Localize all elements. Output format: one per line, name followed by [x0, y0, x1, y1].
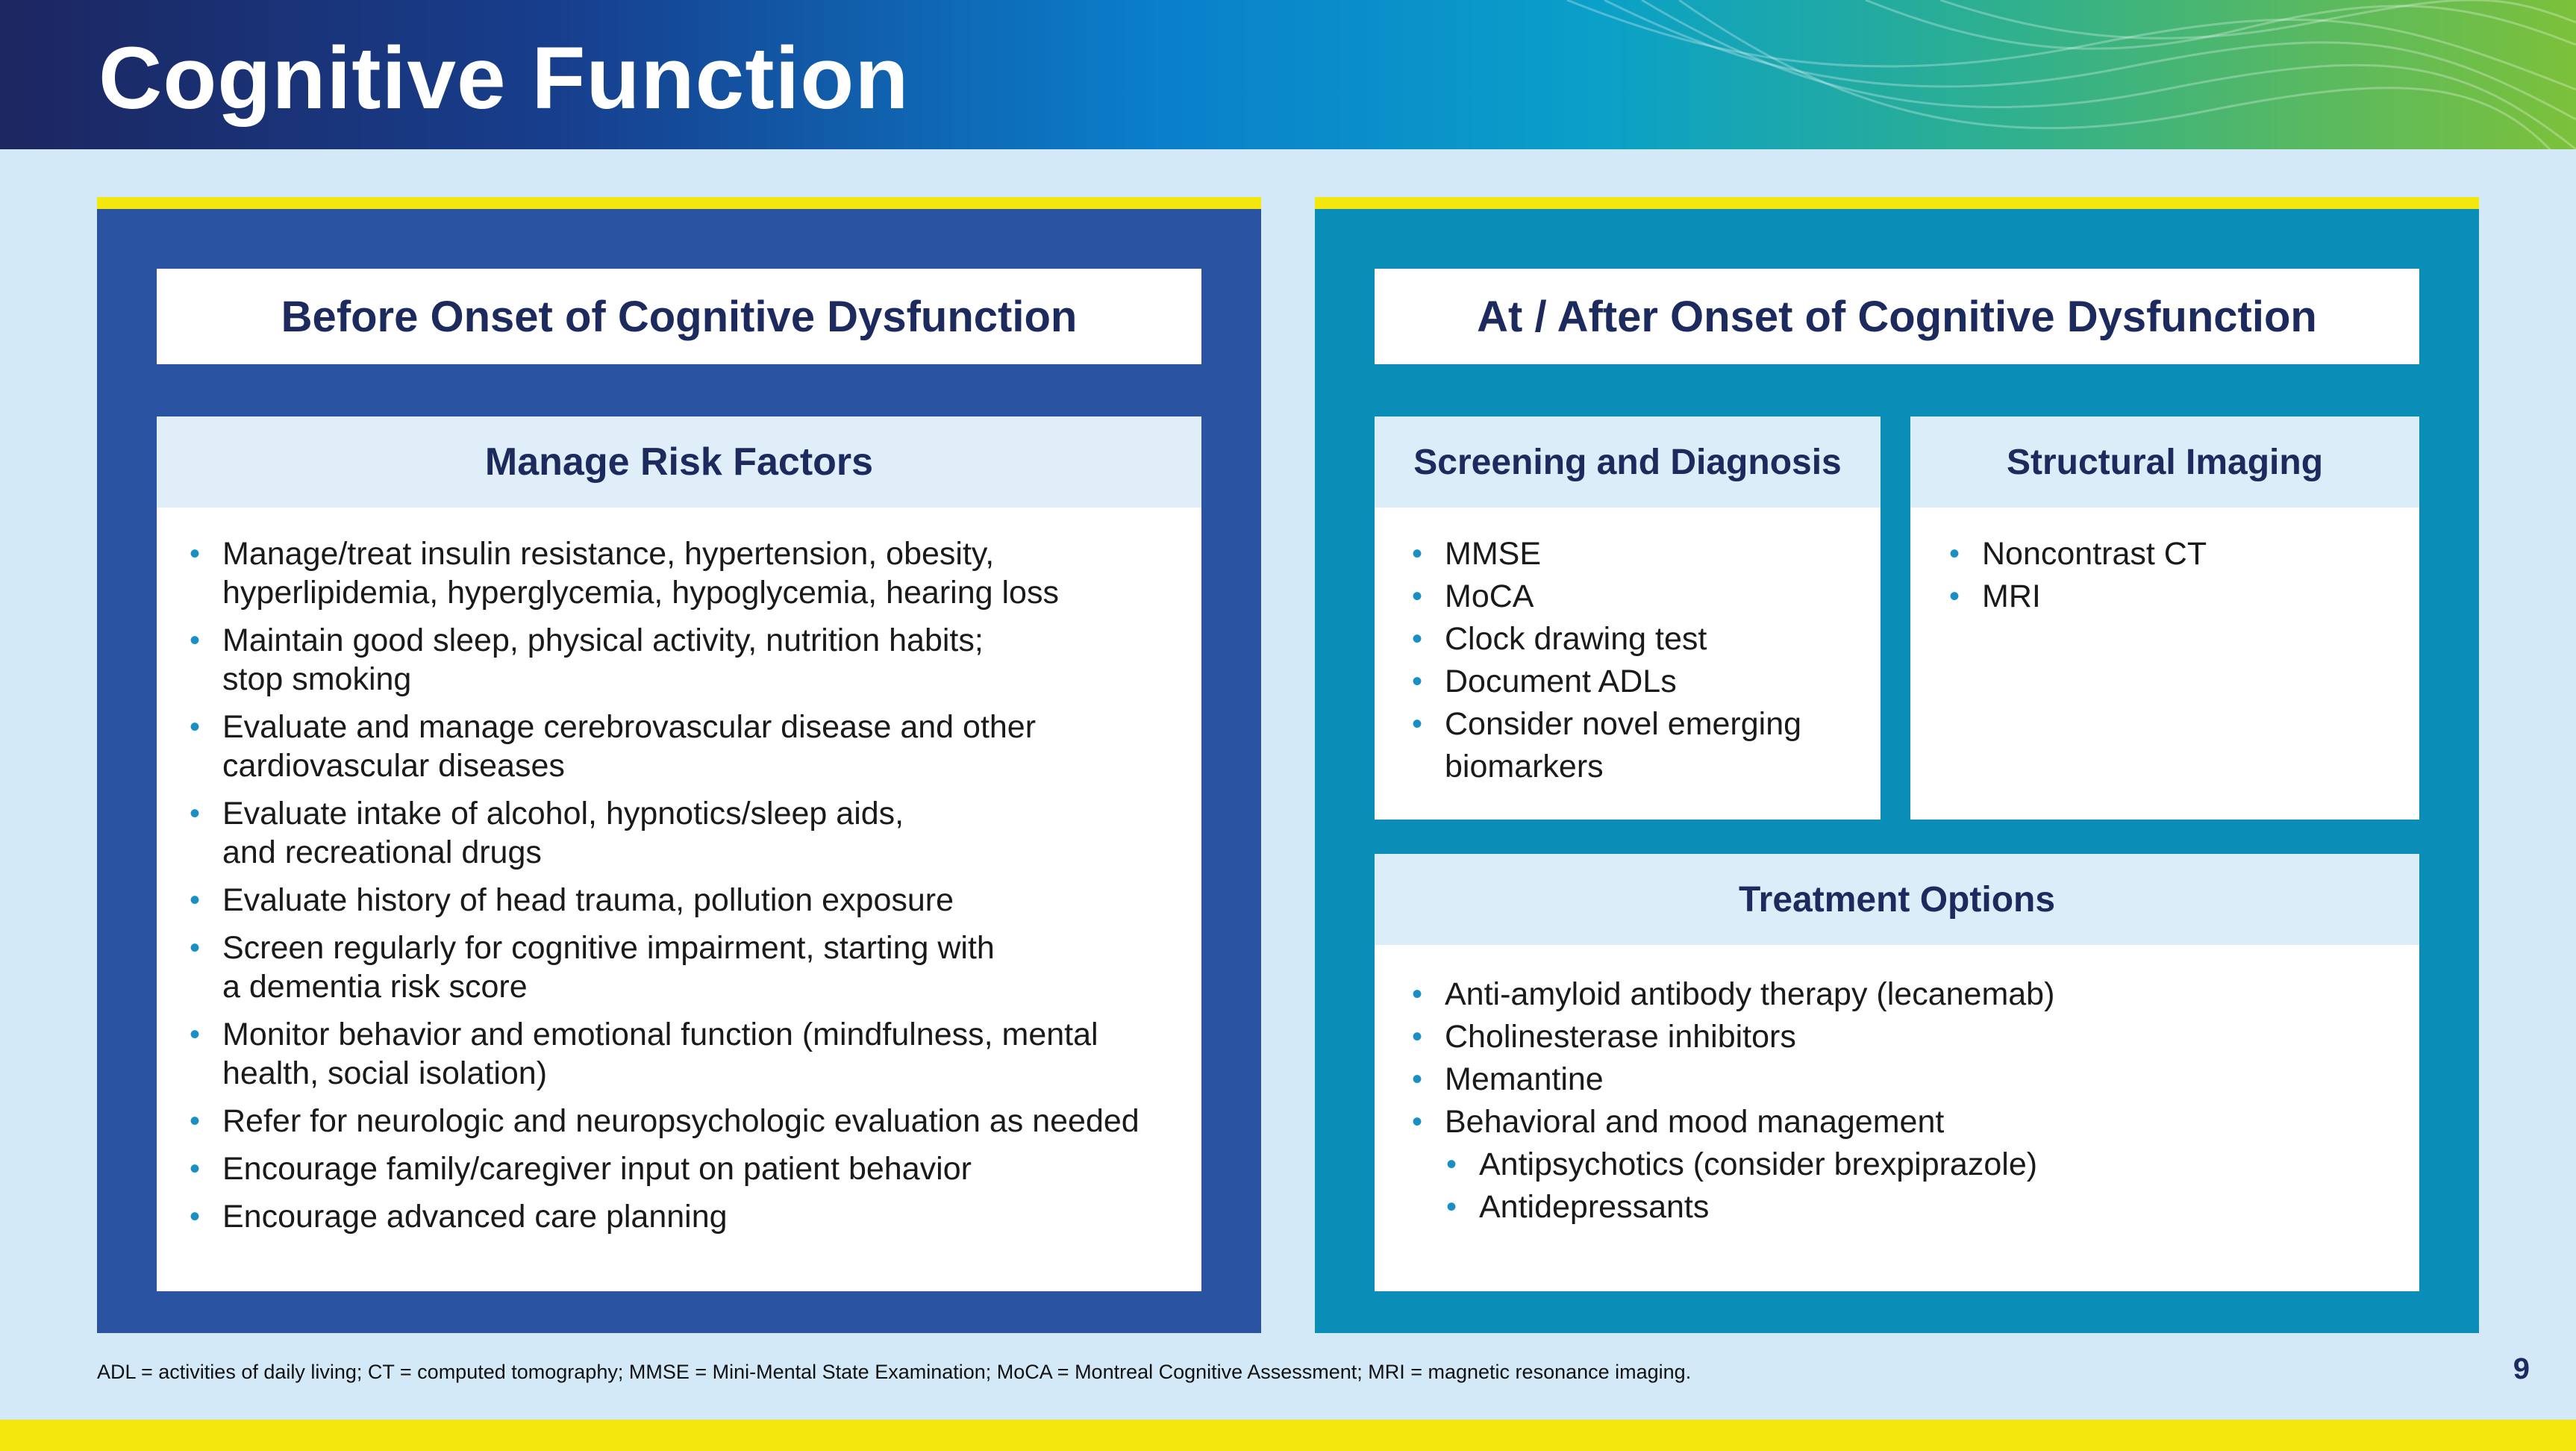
list-item: •Memantine — [1412, 1061, 1604, 1097]
structural-imaging-title: Structural Imaging — [1910, 416, 2419, 508]
list-item: •Cholinesterase inhibitors — [1412, 1019, 1796, 1055]
list-item: •Encourage family/caregiver input on pat… — [190, 1151, 972, 1187]
list-item: •Monitor behavior and emotional function… — [190, 1017, 1098, 1091]
list-item: •Encourage advanced care planning — [190, 1199, 728, 1235]
list-item: •Evaluate history of head trauma, pollut… — [190, 882, 954, 918]
list-item: •Evaluate intake of alcohol, hypnotics/s… — [190, 796, 904, 870]
header-wave-decoration — [1566, 0, 2576, 149]
header-banner: Cognitive Function — [0, 0, 2576, 149]
manage-risk-factors-title: Manage Risk Factors — [157, 416, 1201, 508]
sub-list-item: •Antidepressants — [1446, 1189, 1710, 1225]
list-item: •MMSE — [1412, 536, 1541, 572]
list-item: •MRI — [1949, 578, 2041, 614]
list-item: •Behavioral and mood management — [1412, 1104, 1945, 1140]
list-item: •MoCA — [1412, 578, 1534, 614]
page-title: Cognitive Function — [99, 29, 910, 128]
list-item: •Manage/treat insulin resistance, hypert… — [190, 536, 1059, 611]
list-item: •Clock drawing test — [1412, 621, 1707, 657]
structural-imaging-card: Structural Imaging •Noncontrast CT •MRI — [1910, 416, 2419, 820]
list-item-continuation: biomarkers — [1445, 749, 1604, 784]
list-item: •Noncontrast CT — [1949, 536, 2207, 572]
list-item: •Document ADLs — [1412, 664, 1677, 699]
bottom-accent-bar — [0, 1420, 2576, 1451]
list-item: •Maintain good sleep, physical activity,… — [190, 622, 984, 697]
list-item: •Anti-amyloid antibody therapy (lecanema… — [1412, 976, 2055, 1012]
treatment-options-title: Treatment Options — [1375, 854, 2419, 945]
risk-factor-list: •Manage/treat insulin resistance, hypert… — [190, 534, 1185, 1236]
before-onset-panel: Before Onset of Cognitive Dysfunction Ma… — [97, 197, 1261, 1333]
page-number: 9 — [2513, 1352, 2530, 1385]
after-onset-heading: At / After Onset of Cognitive Dysfunctio… — [1375, 269, 2419, 364]
imaging-list: •Noncontrast CT •MRI — [1949, 534, 2400, 616]
after-onset-panel: At / After Onset of Cognitive Dysfunctio… — [1315, 197, 2479, 1333]
treatment-list: •Anti-amyloid antibody therapy (lecanema… — [1412, 975, 2385, 1226]
before-onset-heading: Before Onset of Cognitive Dysfunction — [157, 269, 1201, 364]
sub-list-item: •Antipsychotics (consider brexpiprazole) — [1446, 1146, 2038, 1182]
treatment-options-card: Treatment Options •Anti-amyloid antibody… — [1375, 854, 2419, 1291]
list-item: •Refer for neurologic and neuropsycholog… — [190, 1103, 1139, 1139]
screening-diagnosis-title: Screening and Diagnosis — [1375, 416, 1881, 508]
footnote: ADL = activities of daily living; CT = c… — [97, 1361, 1692, 1383]
manage-risk-factors-card: Manage Risk Factors •Manage/treat insuli… — [157, 416, 1201, 1291]
list-item: •Evaluate and manage cerebrovascular dis… — [190, 709, 1037, 784]
list-item: •Consider novel emerging — [1412, 706, 1802, 742]
screening-list: •MMSE •MoCA •Clock drawing test •Documen… — [1412, 534, 1863, 786]
screening-diagnosis-card: Screening and Diagnosis •MMSE •MoCA •Clo… — [1375, 416, 1881, 820]
list-item: •Screen regularly for cognitive impairme… — [190, 930, 995, 1005]
